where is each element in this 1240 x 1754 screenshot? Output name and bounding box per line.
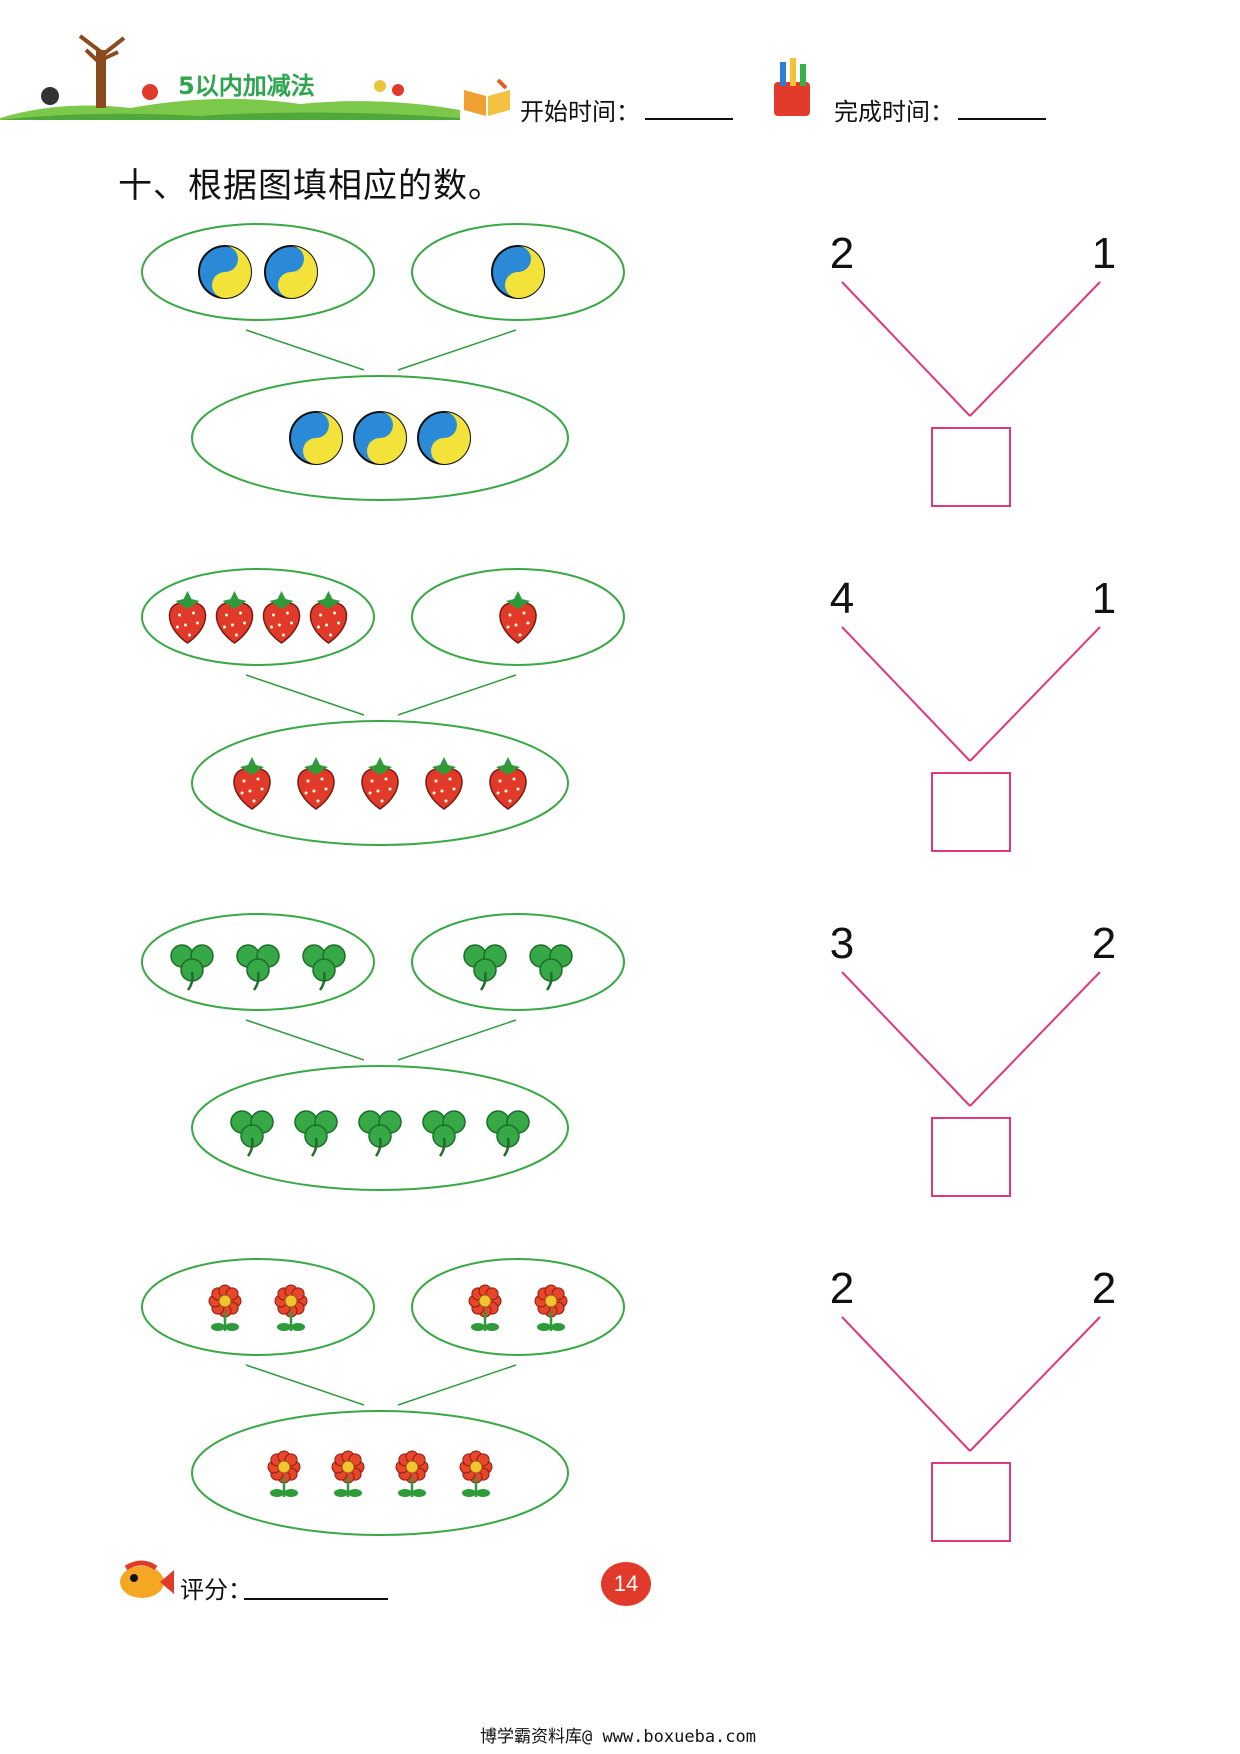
right-number: 1 [1092,574,1116,623]
clover-icon [358,1110,402,1157]
strawberry-icon [489,757,527,810]
right-number: 2 [1092,1264,1116,1313]
connector-line [245,1364,365,1406]
series-title: 5以内加减法 [178,72,315,100]
strawberry-icon [499,591,537,644]
flower-icon [274,1284,308,1331]
strawberry-icon [262,591,301,644]
right-number: 1 [1092,229,1116,278]
connector-line [245,1019,365,1061]
left-number: 2 [830,229,854,278]
answer-box[interactable] [931,1117,1011,1197]
total-group-oval [191,375,569,501]
clover-icon [463,944,507,991]
grass-tree-illustration [0,34,460,120]
left-number: 4 [830,574,854,623]
flower-icon [395,1450,429,1497]
right-group-oval [411,223,625,321]
footer-watermark: 博学霸资料库@ www.boxueba.com [480,1727,756,1747]
page-number: 14 [613,1571,639,1596]
answer-branch-line [969,971,1101,1107]
strawberry-icon [215,591,254,644]
score-label: 评分： [180,1576,252,1604]
clover-icon [230,1110,274,1157]
flower-icon [468,1284,502,1331]
page-number-badge: 14 [601,1562,651,1606]
exercise-title: 十、根据图填相应的数。 [118,166,503,206]
connector-line [245,674,365,716]
finish-time-label: 完成时间： [834,98,954,126]
start-time-field[interactable] [645,118,733,120]
book-icon [462,78,514,118]
clover-icon [236,944,280,991]
ball-icon [289,411,343,465]
ball-icon [198,245,252,299]
answer-branch-line [841,1316,971,1452]
total-group-oval [191,1065,569,1191]
flower-icon [331,1450,365,1497]
ball-icon [491,245,545,299]
connector-line [397,1019,517,1061]
right-number: 2 [1092,919,1116,968]
connector-line [397,674,517,716]
connector-line [397,329,517,371]
strawberry-icon [297,757,335,810]
clover-icon [294,1110,338,1157]
clover-icon [529,944,573,991]
ball-icon [417,411,471,465]
strawberry-icon [425,757,463,810]
flower-icon [534,1284,568,1331]
ball-icon [353,411,407,465]
fish-mascot-icon [116,1560,174,1602]
clover-icon [170,944,214,991]
answer-box[interactable] [931,772,1011,852]
strawberry-icon [361,757,399,810]
strawberry-icon [168,591,207,644]
left-number: 3 [830,919,854,968]
left-group-oval [141,913,375,1011]
total-group-oval [191,1410,569,1536]
connector-line [245,329,365,371]
answer-box[interactable] [931,1462,1011,1542]
score-field[interactable] [244,1598,388,1600]
strawberry-icon [309,591,348,644]
pencil-cup-icon [768,56,818,118]
clover-icon [486,1110,530,1157]
right-group-oval [411,1258,625,1356]
left-group-oval [141,223,375,321]
header-banner: 5以内加减法 [0,30,460,120]
answer-branch-line [841,626,971,762]
flower-icon [208,1284,242,1331]
flower-icon [267,1450,301,1497]
connector-line [397,1364,517,1406]
right-group-oval [411,568,625,666]
answer-branch-line [969,626,1101,762]
total-group-oval [191,720,569,846]
right-group-oval [411,913,625,1011]
left-group-oval [141,568,375,666]
answer-box[interactable] [931,427,1011,507]
left-number: 2 [830,1264,854,1313]
clover-icon [422,1110,466,1157]
start-time-label: 开始时间： [520,98,640,126]
left-group-oval [141,1258,375,1356]
clover-icon [302,944,346,991]
answer-branch-line [969,1316,1101,1452]
answer-branch-line [969,281,1101,417]
strawberry-icon [233,757,271,810]
flower-icon [459,1450,493,1497]
answer-branch-line [841,281,971,417]
ball-icon [264,245,318,299]
answer-branch-line [841,971,971,1107]
finish-time-field[interactable] [958,118,1046,120]
